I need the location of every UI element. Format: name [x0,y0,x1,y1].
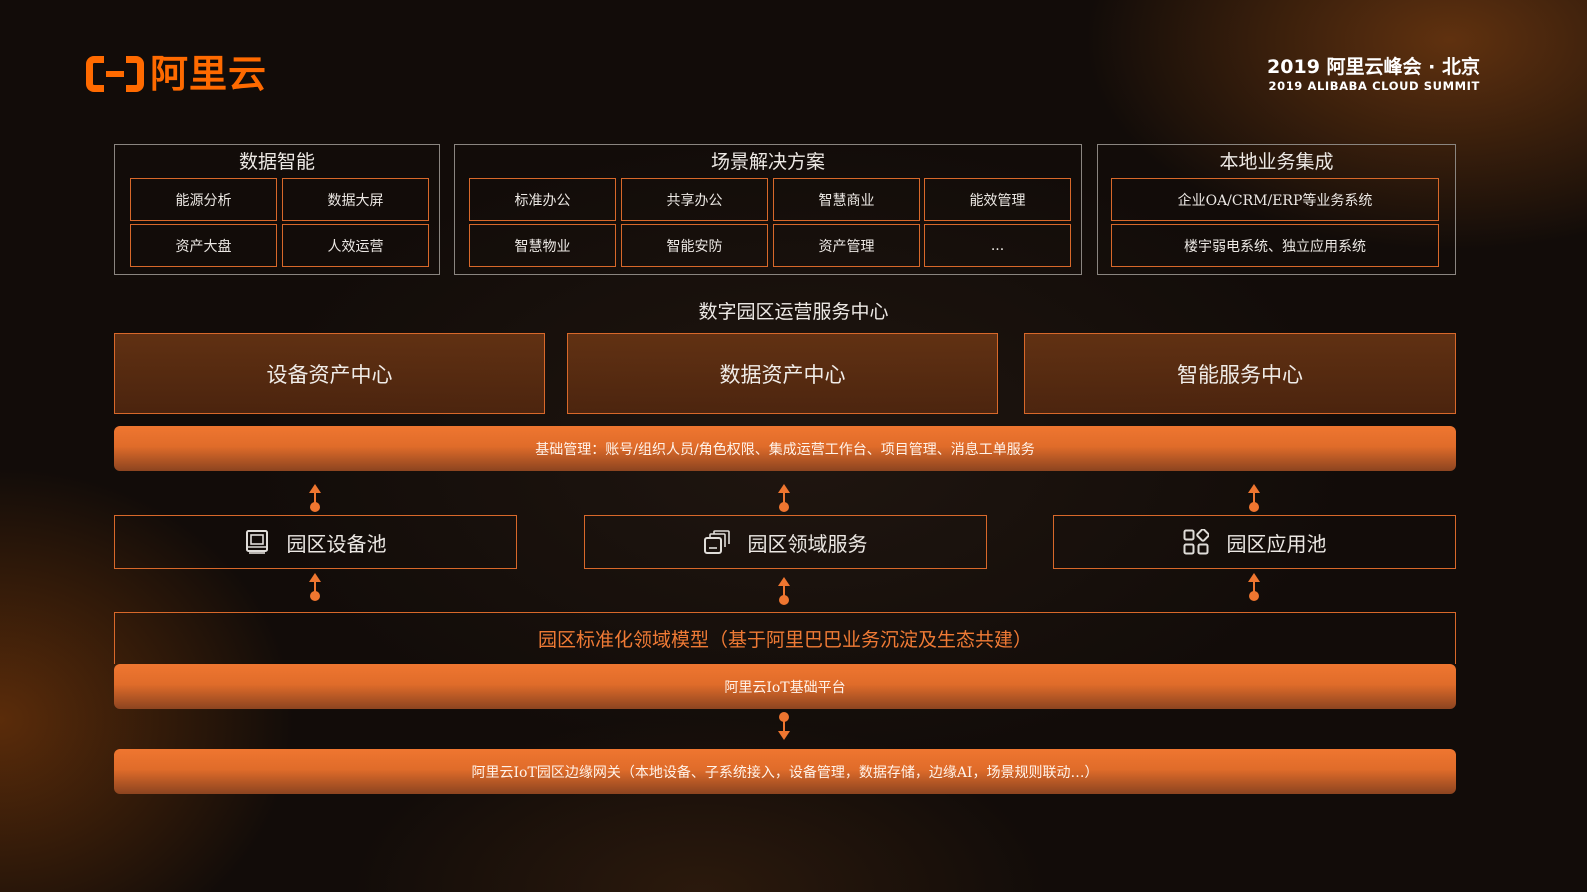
pool-device[interactable]: 园区设备池 [114,515,517,569]
arrow-up-icon [778,577,790,605]
item-more[interactable]: ... [924,224,1071,267]
logo-text: 阿里云 [150,52,268,96]
app-grid-icon [1183,529,1209,555]
arrow-up-icon [1248,573,1260,601]
arrow-up-icon [309,484,321,512]
pool-apps[interactable]: 园区应用池 [1053,515,1456,569]
arrow-up-icon [1248,484,1260,512]
edge-gateway-bar[interactable]: 阿里云IoT园区边缘网关（本地设备、子系统接入，设备管理，数据存储，边缘AI，场… [114,749,1456,794]
group-title: 数据智能 [238,151,315,173]
item-staff-operations[interactable]: 人效运营 [282,224,429,267]
arrow-down-icon [778,712,790,740]
group-title: 本地业务集成 [1219,151,1334,173]
item-enterprise-systems[interactable]: 企业OA/CRM/ERP等业务系统 [1111,178,1439,221]
item-asset-overview[interactable]: 资产大盘 [130,224,277,267]
item-building-systems[interactable]: 楼宇弱电系统、独立应用系统 [1111,224,1439,267]
group-data-intelligence: 数据智能 能源分析 数据大屏 资产大盘 人效运营 [114,144,440,275]
summit-title: 2019 阿里云峰会 · 北京 [1267,56,1480,78]
pool-label: 园区设备池 [286,531,387,556]
item-smart-security[interactable]: 智能安防 [621,224,768,267]
item-asset-management[interactable]: 资产管理 [773,224,920,267]
alibaba-cloud-logo: 阿里云 [86,54,267,94]
base-management-bar[interactable]: 基础管理：账号/组织人员/角色权限、集成运营工作台、项目管理、消息工单服务 [114,426,1456,471]
item-smart-property[interactable]: 智慧物业 [469,224,616,267]
arrow-up-icon [309,573,321,601]
alibaba-cloud-logo-icon [86,56,144,92]
stacked-windows-icon [703,530,730,554]
item-standard-office[interactable]: 标准办公 [469,178,616,221]
group-local-integration: 本地业务集成 企业OA/CRM/ERP等业务系统 楼宇弱电系统、独立应用系统 [1097,144,1456,275]
item-data-screen[interactable]: 数据大屏 [282,178,429,221]
group-scenario-solutions: 场景解决方案 标准办公 共享办公 智慧商业 能效管理 智慧物业 智能安防 资产管… [454,144,1082,275]
hub-smart-services[interactable]: 智能服务中心 [1024,333,1456,414]
hub-data-assets[interactable]: 数据资产中心 [567,333,998,414]
pool-label: 园区应用池 [1226,531,1327,556]
iot-platform-bar[interactable]: 阿里云IoT基础平台 [114,664,1456,709]
item-smart-commerce[interactable]: 智慧商业 [773,178,920,221]
pool-label: 园区领域服务 [747,531,868,556]
item-shared-office[interactable]: 共享办公 [621,178,768,221]
device-monitor-icon [245,530,268,554]
item-energy-analysis[interactable]: 能源分析 [130,178,277,221]
summit-subtitle: 2019 ALIBABA CLOUD SUMMIT [1268,79,1480,93]
pool-domain-services[interactable]: 园区领域服务 [584,515,987,569]
hub-device-assets[interactable]: 设备资产中心 [114,333,545,414]
group-title: 场景解决方案 [710,151,825,173]
item-energy-management[interactable]: 能效管理 [924,178,1071,221]
domain-model-box[interactable]: 园区标准化领域模型（基于阿里巴巴业务沉淀及生态共建） [114,612,1456,664]
summit-badge: 2019 阿里云峰会 · 北京 2019 ALIBABA CLOUD SUMMI… [1267,55,1480,93]
arrow-up-icon [778,484,790,512]
operations-center-title: 数字园区运营服务中心 [698,301,889,323]
